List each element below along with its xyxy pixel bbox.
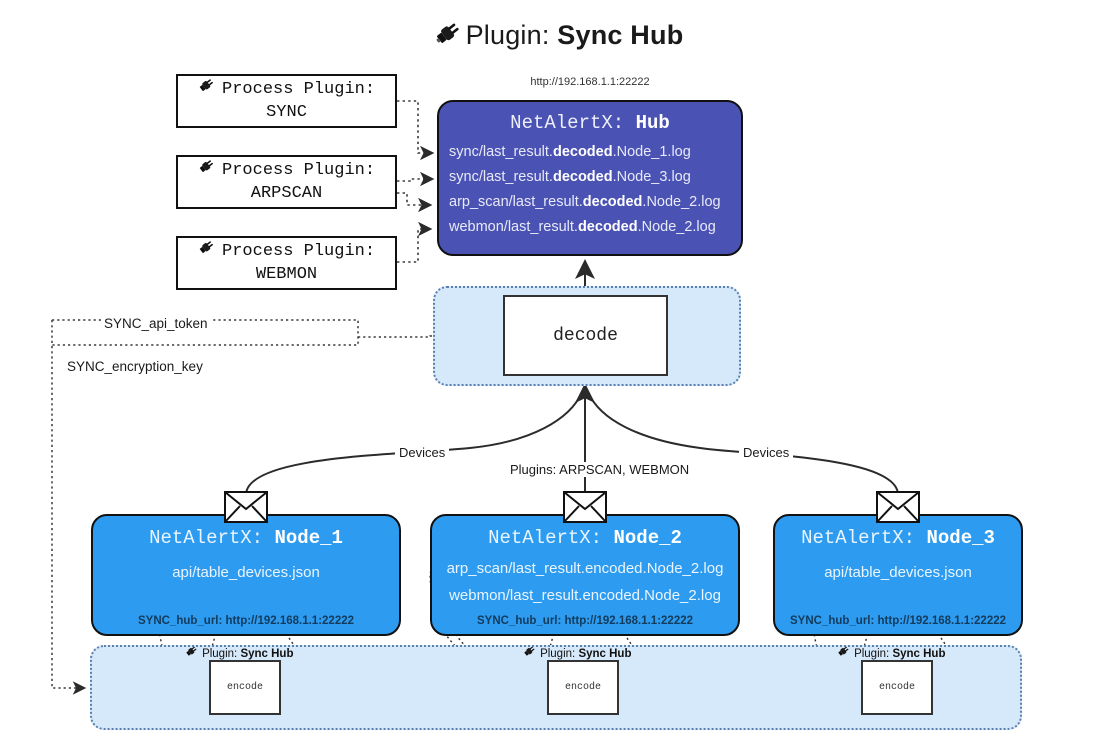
node-box-node-3[interactable]: NetAlertX: Node_3 api/table_devices.json…	[773, 514, 1023, 636]
hub-title: NetAlertX: Hub	[439, 112, 741, 134]
process-plugin-webmon-line1: Process Plugin:	[198, 239, 375, 264]
node-title: NetAlertX: Node_2	[432, 527, 738, 549]
node-footer: SYNC_hub_url: http://192.168.1.1:22222	[476, 615, 694, 627]
hub-log-line: sync/last_result.decoded.Node_3.log	[449, 169, 691, 185]
plug-icon	[837, 646, 853, 660]
node-line: api/table_devices.json	[172, 564, 320, 581]
process-plugin-label: Process Plugin:	[222, 161, 376, 181]
process-plugin-label: Process Plugin:	[222, 80, 376, 100]
process-plugin-arpscan-name: ARPSCAN	[250, 184, 323, 203]
encode-box-1[interactable]: encode	[209, 660, 281, 715]
plug-icon	[185, 646, 201, 660]
encode-caption-2: Plugin: Sync Hub	[523, 645, 631, 660]
hub-log-list: sync/last_result.decoded.Node_1.log sync…	[439, 140, 741, 240]
edge-label-devices-left: Devices	[395, 445, 450, 460]
edge-label-plugins: Plugins: ARPSCAN, WEBMON	[506, 462, 694, 477]
encode-caption-name: Sync Hub	[578, 648, 632, 660]
node-box-node-1[interactable]: NetAlertX: Node_1 api/table_devices.json…	[91, 514, 401, 636]
node-title-name: Node_3	[926, 527, 995, 549]
node-title: NetAlertX: Node_3	[775, 527, 1021, 549]
node-title-prefix: NetAlertX:	[149, 527, 264, 549]
plug-icon	[523, 646, 539, 660]
node-line: webmon/last_result.encoded.Node_2.log	[449, 587, 721, 604]
encode-caption-3: Plugin: Sync Hub	[837, 645, 945, 660]
envelope-icon	[563, 491, 607, 523]
hub-log-line: webmon/last_result.decoded.Node_2.log	[449, 219, 716, 235]
encode-caption-name: Sync Hub	[892, 648, 946, 660]
hub-log-line: arp_scan/last_result.decoded.Node_2.log	[449, 194, 721, 210]
edge-label-devices-right: Devices	[739, 445, 794, 460]
process-plugin-arpscan[interactable]: Process Plugin: ARPSCAN	[176, 155, 397, 209]
process-plugin-sync-name: SYNC	[266, 103, 307, 122]
encode-caption-prefix: Plugin:	[202, 648, 238, 660]
encode-box-3[interactable]: encode	[861, 660, 933, 715]
process-plugin-sync-line1: Process Plugin:	[198, 77, 375, 102]
hub-title-name: Hub	[635, 112, 670, 134]
encode-box-2[interactable]: encode	[547, 660, 619, 715]
encode-caption-name: Sync Hub	[240, 648, 294, 660]
hub-title-prefix: NetAlertX:	[510, 112, 625, 134]
encode-caption-1: Plugin: Sync Hub	[185, 645, 293, 660]
node-title-name: Node_1	[274, 527, 343, 549]
hub-url-label: http://192.168.1.1:22222	[530, 76, 650, 88]
process-plugin-label: Process Plugin:	[222, 242, 376, 262]
plug-icon	[198, 159, 220, 178]
envelope-icon	[876, 491, 920, 523]
node-title-prefix: NetAlertX:	[488, 527, 603, 549]
page-title: Plugin: Sync Hub	[0, 18, 1117, 51]
process-plugin-webmon-name: WEBMON	[255, 265, 318, 284]
plug-icon	[434, 20, 462, 53]
encode-caption-prefix: Plugin:	[854, 648, 890, 660]
node-title: NetAlertX: Node_1	[93, 527, 399, 549]
node-footer: SYNC_hub_url: http://192.168.1.1:22222	[137, 615, 355, 627]
title-name: Sync Hub	[557, 20, 684, 50]
hub-log-line: sync/last_result.decoded.Node_1.log	[449, 144, 691, 160]
node-title-prefix: NetAlertX:	[801, 527, 916, 549]
node-footer: SYNC_hub_url: http://192.168.1.1:22222	[789, 615, 1007, 627]
process-plugin-arpscan-line1: Process Plugin:	[198, 158, 375, 183]
hub-node[interactable]: NetAlertX: Hub sync/last_result.decoded.…	[437, 100, 743, 256]
decode-box[interactable]: decode	[503, 295, 668, 376]
sync-encryption-key-label: SYNC_encryption_key	[64, 359, 206, 374]
process-plugin-sync[interactable]: Process Plugin: SYNC	[176, 74, 397, 128]
encode-caption-prefix: Plugin:	[540, 648, 576, 660]
process-plugin-webmon[interactable]: Process Plugin: WEBMON	[176, 236, 397, 290]
node-title-name: Node_2	[613, 527, 682, 549]
node-box-node-2[interactable]: NetAlertX: Node_2 arp_scan/last_result.e…	[430, 514, 740, 636]
title-prefix: Plugin:	[465, 20, 550, 50]
plug-icon	[198, 78, 220, 97]
node-line: arp_scan/last_result.encoded.Node_2.log	[446, 560, 724, 577]
sync-api-token-label: SYNC_api_token	[101, 316, 211, 331]
node-line: api/table_devices.json	[824, 564, 972, 581]
plug-icon	[198, 240, 220, 259]
envelope-icon	[224, 491, 268, 523]
